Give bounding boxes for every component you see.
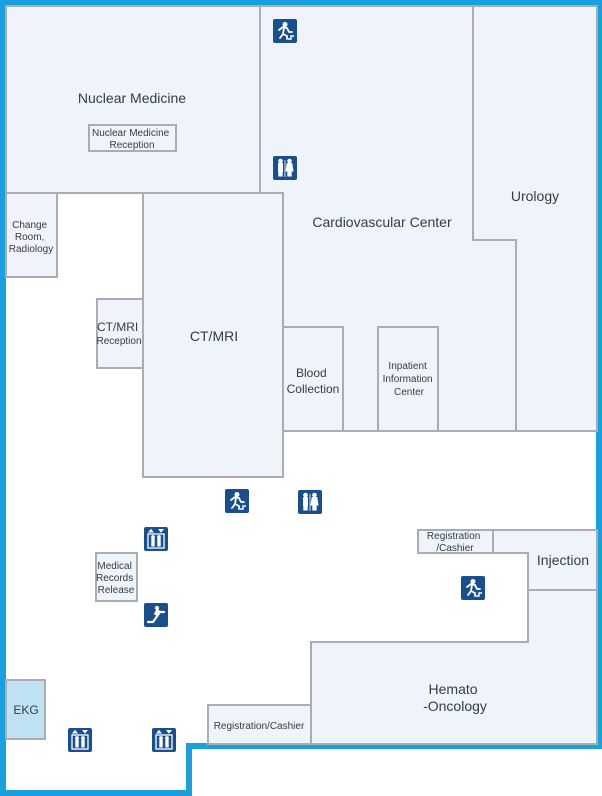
label-cardiovascular-center: Cardiovascular Center xyxy=(312,214,452,230)
room-registration-cashier-bottom[interactable] xyxy=(207,704,312,745)
room-blood-collection[interactable] xyxy=(282,326,344,432)
label-registration-cashier-right: Registration /Cashier xyxy=(427,531,483,554)
escalator-icon xyxy=(142,601,170,629)
emergency-exit-icon xyxy=(272,18,298,44)
restroom-icon xyxy=(297,489,323,515)
label-nuclear-medicine: Nuclear Medicine xyxy=(78,90,186,106)
label-hemato-oncology: Hemato -Oncology xyxy=(423,681,487,714)
room-ekg[interactable] xyxy=(5,679,46,740)
label-medical-records: Medical Records Release xyxy=(96,561,136,596)
room-inpatient-information[interactable] xyxy=(377,326,439,432)
label-ekg: EKG xyxy=(13,703,38,717)
label-nuclear-medicine-reception: Nuclear Medicine Reception xyxy=(92,128,172,151)
label-ct-mri-reception: CT/MRI Reception xyxy=(96,320,141,347)
emergency-exit-icon xyxy=(460,575,486,601)
room-change-room[interactable] xyxy=(5,192,58,278)
elevator-icon xyxy=(143,526,169,552)
room-urology[interactable] xyxy=(472,5,598,432)
label-injection: Injection xyxy=(537,552,589,568)
label-blood-collection: Blood Collection xyxy=(287,366,340,396)
label-inpatient-information: Inpatient Information Center xyxy=(383,361,436,398)
elevator-icon xyxy=(67,727,93,753)
label-urology: Urology xyxy=(511,188,559,204)
room-ct-mri[interactable] xyxy=(142,192,284,478)
elevator-icon xyxy=(151,727,177,753)
room-nuclear-medicine-reception[interactable] xyxy=(88,124,177,152)
room-nuclear-medicine[interactable] xyxy=(5,5,261,194)
restroom-icon xyxy=(272,155,298,181)
emergency-exit-icon xyxy=(224,488,250,514)
room-ct-mri-reception[interactable] xyxy=(96,298,144,369)
room-medical-records[interactable] xyxy=(95,552,138,602)
label-ct-mri: CT/MRI xyxy=(190,328,238,344)
label-registration-cashier-bottom: Registration/Cashier xyxy=(214,721,305,732)
label-change-room: Change Room, Radiology xyxy=(9,220,53,255)
